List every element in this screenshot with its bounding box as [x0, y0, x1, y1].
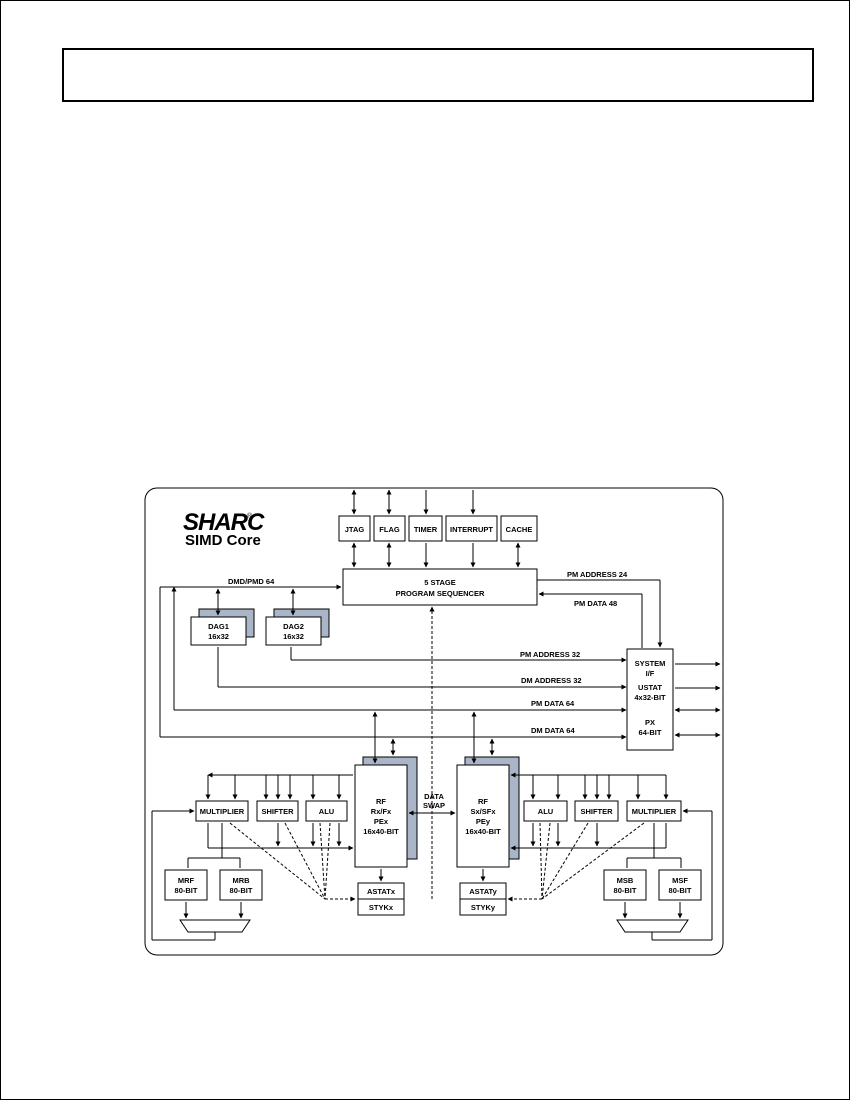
- astaty-styky-block: ASTATy STYKy: [459, 882, 507, 916]
- register-file-x: RF Rx/Fx PEx 16x40-BIT: [354, 756, 418, 868]
- multiplier-left: MULTIPLIER: [195, 800, 249, 822]
- right-status-dashed: [507, 822, 645, 902]
- svg-text:STYKx: STYKx: [369, 903, 394, 912]
- svg-text:SHIFTER: SHIFTER: [580, 807, 613, 816]
- svg-text:ALU: ALU: [538, 807, 553, 816]
- svg-text:ALU: ALU: [319, 807, 334, 816]
- svg-text:TIMER: TIMER: [414, 525, 438, 534]
- pm-data-48-bus: [538, 591, 643, 648]
- svg-text:DAG2: DAG2: [283, 622, 304, 631]
- svg-text:INTERRUPT: INTERRUPT: [450, 525, 493, 534]
- header-box: [62, 48, 814, 102]
- astatx-stykx-block: ASTATx STYKx: [357, 882, 405, 916]
- svg-text:Sx/SFx: Sx/SFx: [470, 807, 496, 816]
- pm-data-48-label: PM DATA 48: [574, 599, 617, 608]
- svg-text:DAG1: DAG1: [208, 622, 229, 631]
- svg-text:80-BIT: 80-BIT: [614, 886, 637, 895]
- jtag-block: JTAG: [338, 515, 371, 542]
- svg-text:80-BIT: 80-BIT: [669, 886, 692, 895]
- system-io-arrows: [674, 661, 721, 738]
- interrupt-block: INTERRUPT: [445, 515, 498, 542]
- trademark-symbol: ®: [247, 512, 253, 520]
- dm-data-64-label: DM DATA 64: [531, 726, 575, 735]
- svg-text:JTAG: JTAG: [345, 525, 365, 534]
- svg-text:MRF: MRF: [178, 876, 195, 885]
- svg-text:ASTATx: ASTATx: [367, 887, 396, 896]
- svg-text:SYSTEM: SYSTEM: [635, 659, 666, 668]
- pm-address-32-label: PM ADDRESS 32: [520, 650, 580, 659]
- svg-text:CACHE: CACHE: [506, 525, 533, 534]
- svg-text:16x40-BIT: 16x40-BIT: [465, 827, 501, 836]
- svg-text:MSF: MSF: [672, 876, 688, 885]
- svg-text:FLAG: FLAG: [379, 525, 400, 534]
- left-mux-and-feedback: [151, 808, 251, 941]
- svg-text:PEy: PEy: [476, 817, 491, 826]
- mrb-register: MRB 80-BIT: [219, 869, 263, 901]
- svg-text:ASTATy: ASTATy: [469, 887, 497, 896]
- svg-text:MULTIPLIER: MULTIPLIER: [632, 807, 677, 816]
- svg-text:STYKy: STYKy: [471, 903, 496, 912]
- register-file-y: RF Sx/SFx PEy 16x40-BIT: [456, 756, 520, 868]
- svg-text:PROGRAM SEQUENCER: PROGRAM SEQUENCER: [396, 589, 485, 598]
- cache-block: CACHE: [500, 515, 538, 542]
- svg-text:USTAT: USTAT: [638, 683, 662, 692]
- system-interface-block: SYSTEM I/F USTAT 4x32-BIT PX 64-BIT: [626, 648, 674, 751]
- alu-left: ALU: [305, 800, 348, 822]
- diagram-frame: [144, 487, 724, 956]
- dag-links: [215, 588, 627, 690]
- mrf-register: MRF 80-BIT: [164, 869, 208, 901]
- multiplier-right: MULTIPLIER: [626, 800, 682, 822]
- svg-text:5 STAGE: 5 STAGE: [424, 578, 456, 587]
- left-status-dashed: [229, 822, 356, 902]
- svg-text:I/F: I/F: [646, 669, 655, 678]
- dag2-block: DAG2 16x32: [265, 608, 330, 646]
- svg-text:MRB: MRB: [232, 876, 250, 885]
- pm-data-64-label: PM DATA 64: [531, 699, 575, 708]
- data-swap-label-2: SWAP: [423, 801, 445, 810]
- pm-address-24-bus: [537, 579, 663, 648]
- msf-register: MSF 80-BIT: [658, 869, 702, 901]
- data-swap-label-1: DATA: [424, 792, 444, 801]
- svg-text:16x32: 16x32: [283, 632, 304, 641]
- program-sequencer-block: 5 STAGE PROGRAM SEQUENCER: [342, 568, 538, 606]
- shifter-right: SHIFTER: [574, 800, 619, 822]
- svg-text:SHIFTER: SHIFTER: [261, 807, 294, 816]
- msb-register: MSB 80-BIT: [603, 869, 647, 901]
- svg-text:Rx/Fx: Rx/Fx: [371, 807, 392, 816]
- right-compute-input-bus: [510, 772, 682, 868]
- flag-block: FLAG: [373, 515, 406, 542]
- svg-text:80-BIT: 80-BIT: [230, 886, 253, 895]
- svg-text:MSB: MSB: [617, 876, 634, 885]
- svg-text:16x40-BIT: 16x40-BIT: [363, 827, 399, 836]
- dmd-pmd-label: DMD/PMD 64: [228, 577, 275, 586]
- dag1-block: DAG1 16x32: [190, 608, 255, 646]
- dm-address-32-label: DM ADDRESS 32: [521, 676, 582, 685]
- svg-text:64-BIT: 64-BIT: [639, 728, 662, 737]
- timer-block: TIMER: [408, 515, 443, 542]
- logo-subtitle: SIMD Core: [185, 532, 261, 549]
- alu-right: ALU: [523, 800, 568, 822]
- shifter-left: SHIFTER: [256, 800, 299, 822]
- svg-text:PEx: PEx: [374, 817, 389, 826]
- sharc-logo: SHARC: [183, 509, 265, 536]
- svg-text:RF: RF: [376, 797, 386, 806]
- svg-text:16x32: 16x32: [208, 632, 229, 641]
- left-compute-input-bus: [187, 772, 354, 868]
- peripheral-io-arrows: [351, 489, 521, 568]
- dmd-pmd-bus: [159, 584, 627, 740]
- right-mux-and-feedback: [616, 808, 713, 941]
- svg-text:4x32-BIT: 4x32-BIT: [634, 693, 666, 702]
- svg-text:PX: PX: [645, 718, 655, 727]
- svg-text:RF: RF: [478, 797, 488, 806]
- pm-address-24-label: PM ADDRESS 24: [567, 570, 628, 579]
- svg-text:MULTIPLIER: MULTIPLIER: [200, 807, 245, 816]
- svg-text:80-BIT: 80-BIT: [175, 886, 198, 895]
